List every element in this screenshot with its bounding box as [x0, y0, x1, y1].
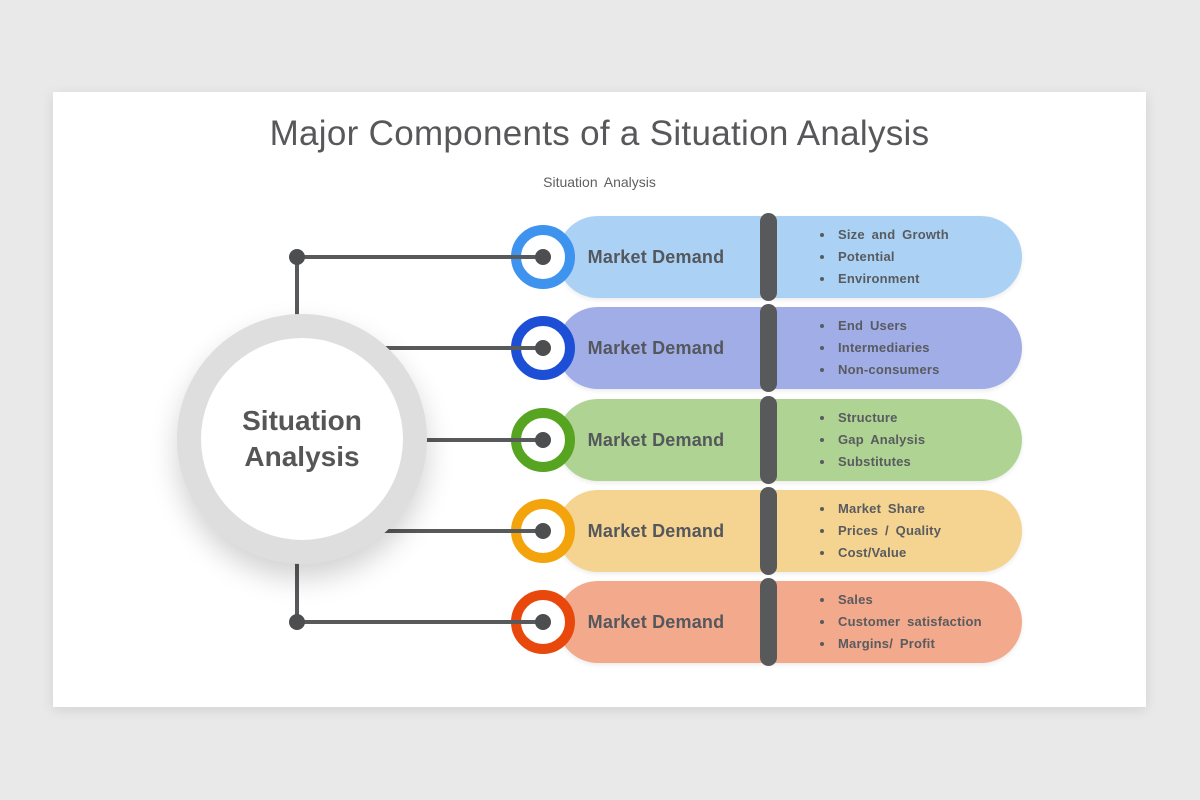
row-ring-dot [535, 340, 551, 356]
row-label: Market Demand [587, 338, 725, 358]
connector-horizontal-2 [383, 346, 543, 350]
slide-subtitle: Situation Analysis [543, 174, 656, 190]
bullet-item: End Users [810, 315, 1050, 337]
row-label: Market Demand [587, 521, 725, 541]
row-divider [760, 396, 777, 484]
bullet-item: Structure [810, 407, 1050, 429]
bullet-item: Cost/Value [810, 542, 1050, 564]
row-bullet-list: Market Share Prices / Quality Cost/Value [810, 498, 1050, 564]
row-divider [760, 487, 777, 575]
slide-title: Major Components of a Situation Analysis [269, 114, 930, 153]
row-pill [557, 581, 1022, 663]
row-bullet-list: Size and Growth Potential Environment [810, 224, 1050, 290]
row-label: Market Demand [587, 612, 725, 632]
row-pill [557, 490, 1022, 572]
connector-horizontal-3 [413, 438, 543, 442]
row-bullet-list: Sales Customer satisfaction Margins/ Pro… [810, 589, 1050, 655]
row-pill [557, 399, 1022, 481]
connector-vertical-bottom [295, 554, 299, 622]
bullet-item: Prices / Quality [810, 520, 1050, 542]
connector-corner-dot-top [289, 249, 305, 265]
central-node-situation-analysis: Situation Analysis [177, 314, 427, 564]
central-node-text-line2: Analysis [244, 441, 360, 472]
bullet-item: Gap Analysis [810, 429, 1050, 451]
bullet-item: Margins/ Profit [810, 633, 1050, 655]
slide-card: Major Components of a Situation Analysis… [53, 92, 1146, 707]
bullet-item: Environment [810, 268, 1050, 290]
connector-horizontal-4 [383, 529, 543, 533]
row-label: Market Demand [587, 247, 725, 267]
central-node-text-line1: Situation [242, 405, 362, 436]
bullet-item: Sales [810, 589, 1050, 611]
row-ring-dot [535, 523, 551, 539]
bullet-item: Size and Growth [810, 224, 1050, 246]
row-label: Market Demand [587, 430, 725, 450]
row-pill [557, 307, 1022, 389]
bullet-item: Non-consumers [810, 359, 1050, 381]
row-divider [760, 578, 777, 666]
row-bullet-list: Structure Gap Analysis Substitutes [810, 407, 1050, 473]
connector-horizontal-1 [297, 255, 543, 259]
bullet-item: Market Share [810, 498, 1050, 520]
row-ring-dot [535, 432, 551, 448]
row-bullet-list: End Users Intermediaries Non-consumers [810, 315, 1050, 381]
row-ring-dot [535, 614, 551, 630]
row-pill [557, 216, 1022, 298]
row-ring-dot [535, 249, 551, 265]
bullet-item: Substitutes [810, 451, 1050, 473]
connector-corner-dot-bottom [289, 614, 305, 630]
bullet-item: Potential [810, 246, 1050, 268]
connector-vertical-top [295, 256, 299, 324]
row-divider [760, 213, 777, 301]
bullet-item: Customer satisfaction [810, 611, 1050, 633]
row-divider [760, 304, 777, 392]
bullet-item: Intermediaries [810, 337, 1050, 359]
connector-horizontal-5 [297, 620, 543, 624]
